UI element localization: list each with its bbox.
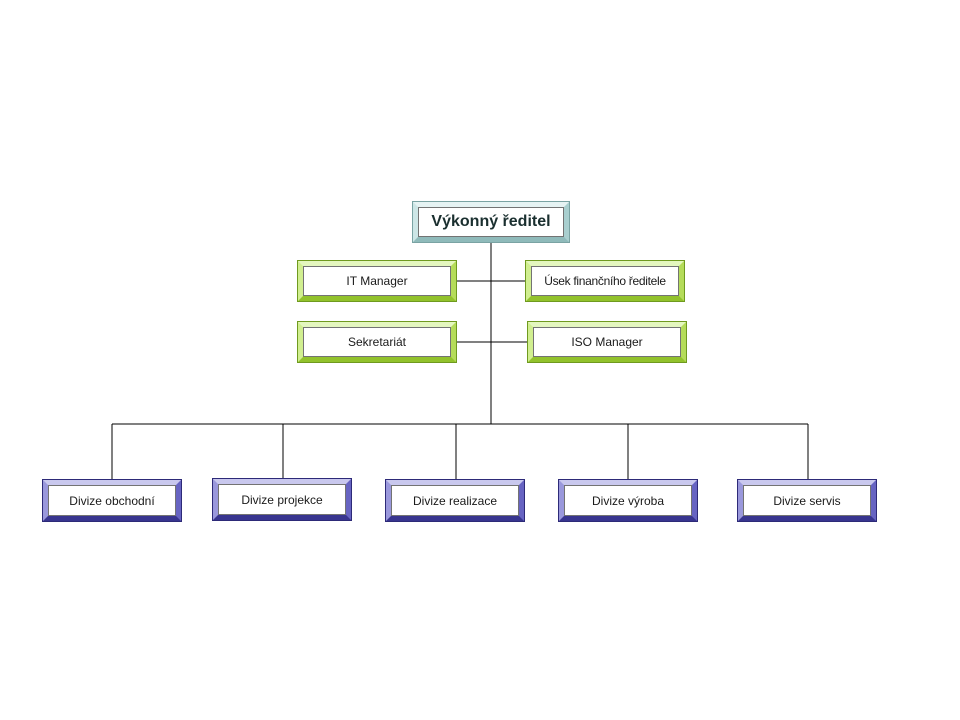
division-box-projekce: Divize projekce bbox=[212, 478, 352, 521]
staff-label: Úsek finančního ředitele bbox=[544, 274, 666, 288]
division-box-obchodni: Divize obchodní bbox=[42, 479, 182, 522]
staff-box-it-manager: IT Manager bbox=[297, 260, 457, 302]
executive-director-label: Výkonný ředitel bbox=[431, 213, 551, 230]
staff-label: Sekretariát bbox=[347, 335, 407, 349]
staff-box-financial-director: Úsek finančního ředitele bbox=[525, 260, 685, 302]
staff-label: ISO Manager bbox=[571, 335, 643, 349]
division-box-realizace: Divize realizace bbox=[385, 479, 525, 522]
division-box-vyroba: Divize výroba bbox=[558, 479, 698, 522]
staff-box-secretariat: Sekretariát bbox=[297, 321, 457, 363]
division-box-servis: Divize servis bbox=[737, 479, 877, 522]
division-label: Divize servis bbox=[773, 493, 841, 508]
staff-box-iso-manager: ISO Manager bbox=[527, 321, 687, 363]
division-label: Divize projekce bbox=[241, 492, 323, 507]
division-label: Divize výroba bbox=[591, 493, 665, 508]
division-label: Divize realizace bbox=[412, 493, 498, 508]
executive-director-box: Výkonný ředitel bbox=[412, 201, 570, 243]
staff-label: IT Manager bbox=[346, 274, 408, 288]
division-label: Divize obchodní bbox=[69, 493, 155, 508]
